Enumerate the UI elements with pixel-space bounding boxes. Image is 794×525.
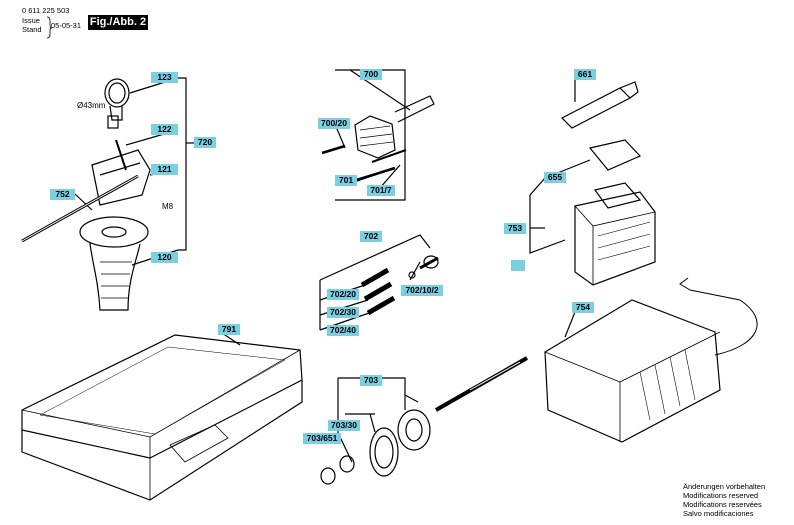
label-702-40: 702/40 bbox=[327, 325, 359, 336]
label-661: 661 bbox=[574, 69, 596, 80]
label-703-651: 703/651 bbox=[303, 433, 341, 444]
label-703-30: 703/30 bbox=[328, 420, 360, 431]
note-en: Modifications reserved bbox=[683, 491, 759, 500]
label-791: 791 bbox=[218, 324, 240, 335]
label-700-20: 700/20 bbox=[318, 118, 350, 129]
modification-notes: Änderungen vorbehalten Modifications res… bbox=[683, 482, 765, 518]
clamp-ring-drawing bbox=[104, 78, 130, 129]
issue-date: 05-05-31 bbox=[51, 21, 82, 30]
label-753: 753 bbox=[504, 223, 526, 234]
label-702: 702 bbox=[360, 231, 382, 242]
label-121: 121 bbox=[151, 164, 178, 175]
thread-annotation: M8 bbox=[162, 202, 174, 211]
label-655: 655 bbox=[544, 172, 566, 183]
label-123: 123 bbox=[151, 72, 178, 83]
stand-label: Stand bbox=[22, 25, 42, 34]
label-120: 120 bbox=[151, 252, 178, 263]
label-754: 754 bbox=[572, 302, 594, 313]
note-es: Salvo modificaciones bbox=[683, 509, 754, 518]
label-122: 122 bbox=[151, 124, 178, 135]
figure-title: Fig./Abb. 2 bbox=[88, 15, 148, 30]
label-752: 752 bbox=[50, 189, 75, 200]
drill-chuck-drawing bbox=[321, 95, 435, 184]
label-701-7: 701/7 bbox=[367, 185, 395, 196]
diameter-annotation: Ø43mm bbox=[77, 101, 106, 110]
label-701: 701 bbox=[335, 175, 357, 186]
label-702-30: 702/30 bbox=[327, 307, 359, 318]
note-fr: Modifications reservées bbox=[683, 500, 762, 509]
label-700: 700 bbox=[360, 69, 382, 80]
label-702-20: 702/20 bbox=[327, 289, 359, 300]
highlight-marker bbox=[511, 260, 525, 271]
label-703: 703 bbox=[360, 375, 382, 386]
note-de: Änderungen vorbehalten bbox=[683, 482, 766, 491]
part-number: 0 611 225 503 bbox=[22, 6, 70, 15]
issue-label: Issue bbox=[22, 16, 40, 25]
label-720: 720 bbox=[194, 137, 216, 148]
label-702-10-2: 702/10/2 bbox=[401, 285, 443, 296]
